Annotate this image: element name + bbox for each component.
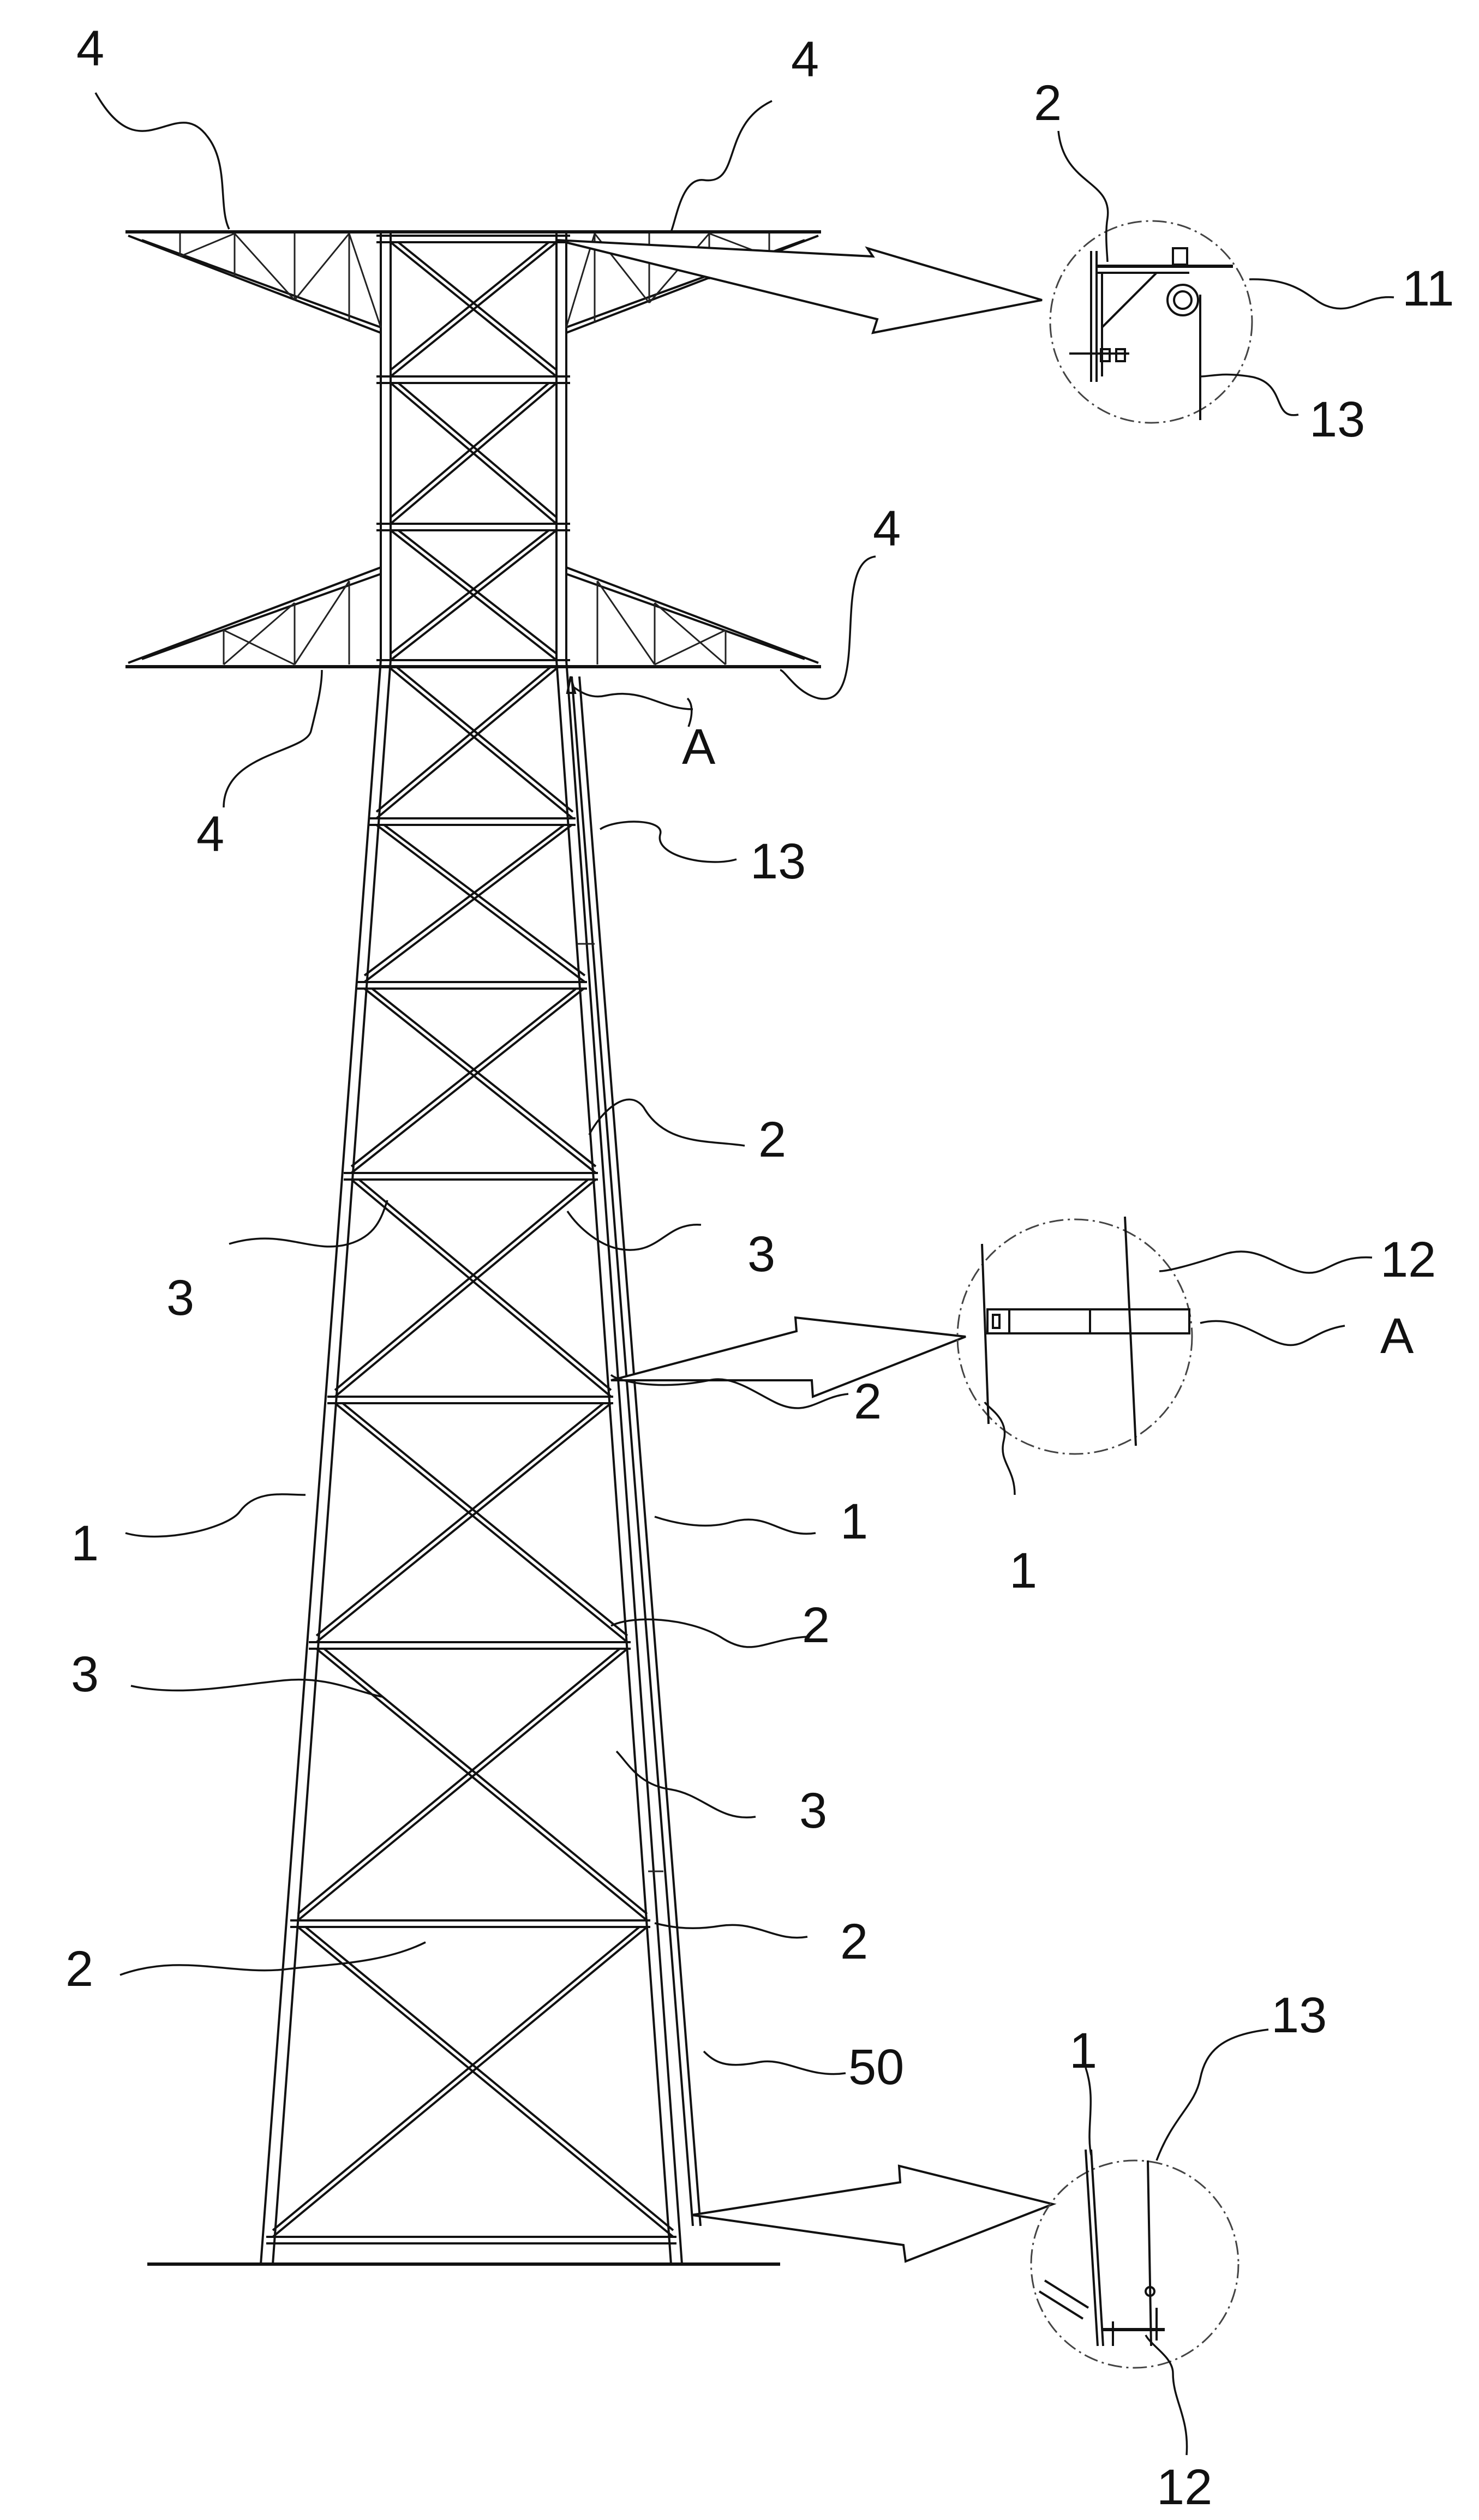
label-detail-top-11: 11 bbox=[1402, 261, 1454, 316]
label-brace-3-left: 3 bbox=[166, 1270, 194, 1326]
label-brace-3-lower-left: 3 bbox=[71, 1647, 99, 1702]
cross-arm-top bbox=[125, 230, 821, 334]
label-detail-bot-1: 1 bbox=[1069, 2023, 1097, 2079]
detail-top bbox=[1049, 220, 1253, 424]
label-strut-2-upper: 2 bbox=[758, 1112, 786, 1168]
label-detail-bot-12: 12 bbox=[1157, 2459, 1212, 2515]
cross-arm-middle bbox=[125, 566, 821, 668]
label-detail-mid-12: 12 bbox=[1380, 1232, 1436, 1288]
label-arm-mid-left: 4 bbox=[196, 806, 224, 862]
x-braces bbox=[272, 241, 674, 2238]
label-strut-2-bottom-right: 2 bbox=[840, 1914, 868, 1970]
tower-legs bbox=[260, 232, 683, 2265]
labels: 4 4 4 4 2 11 13 A 13 2 3 3 12 A 2 1 1 1 … bbox=[65, 21, 1454, 2515]
label-wire-13: 13 bbox=[750, 834, 806, 889]
label-leg-1-right: 1 bbox=[840, 1494, 868, 1549]
label-detail-bot-13: 13 bbox=[1271, 1988, 1327, 2043]
arrow-to-mid-detail bbox=[610, 1316, 966, 1398]
label-detail-top-13: 13 bbox=[1309, 392, 1365, 447]
label-brace-3-lower-right: 3 bbox=[799, 1783, 827, 1839]
horizontal-struts bbox=[266, 235, 676, 2244]
label-strut-2-bottom-left: 2 bbox=[65, 1941, 93, 1997]
arrow-to-top-detail bbox=[556, 239, 1043, 334]
arrow-to-bottom-detail bbox=[691, 2164, 1057, 2263]
label-detail-mid-a: A bbox=[1380, 1308, 1414, 1364]
label-strut-2-mid: 2 bbox=[854, 1374, 882, 1429]
label-strut-2-lower: 2 bbox=[802, 1597, 830, 1653]
label-detail-mid-1: 1 bbox=[1009, 1543, 1037, 1599]
detail-middle bbox=[956, 1216, 1193, 1455]
label-wire-50: 50 bbox=[848, 2039, 904, 2095]
wire-13 bbox=[566, 676, 702, 2226]
label-arm-mid-right: 4 bbox=[873, 501, 901, 556]
detail-bottom bbox=[1030, 2149, 1240, 2369]
label-leg-1-left: 1 bbox=[71, 1516, 99, 1571]
label-brace-3-right: 3 bbox=[747, 1226, 775, 1282]
label-arm-top-left: 4 bbox=[76, 21, 104, 76]
label-point-a: A bbox=[682, 719, 716, 775]
label-detail-top-2: 2 bbox=[1034, 75, 1062, 131]
label-arm-top-right: 4 bbox=[791, 32, 819, 87]
leader-lines bbox=[94, 92, 1394, 2456]
